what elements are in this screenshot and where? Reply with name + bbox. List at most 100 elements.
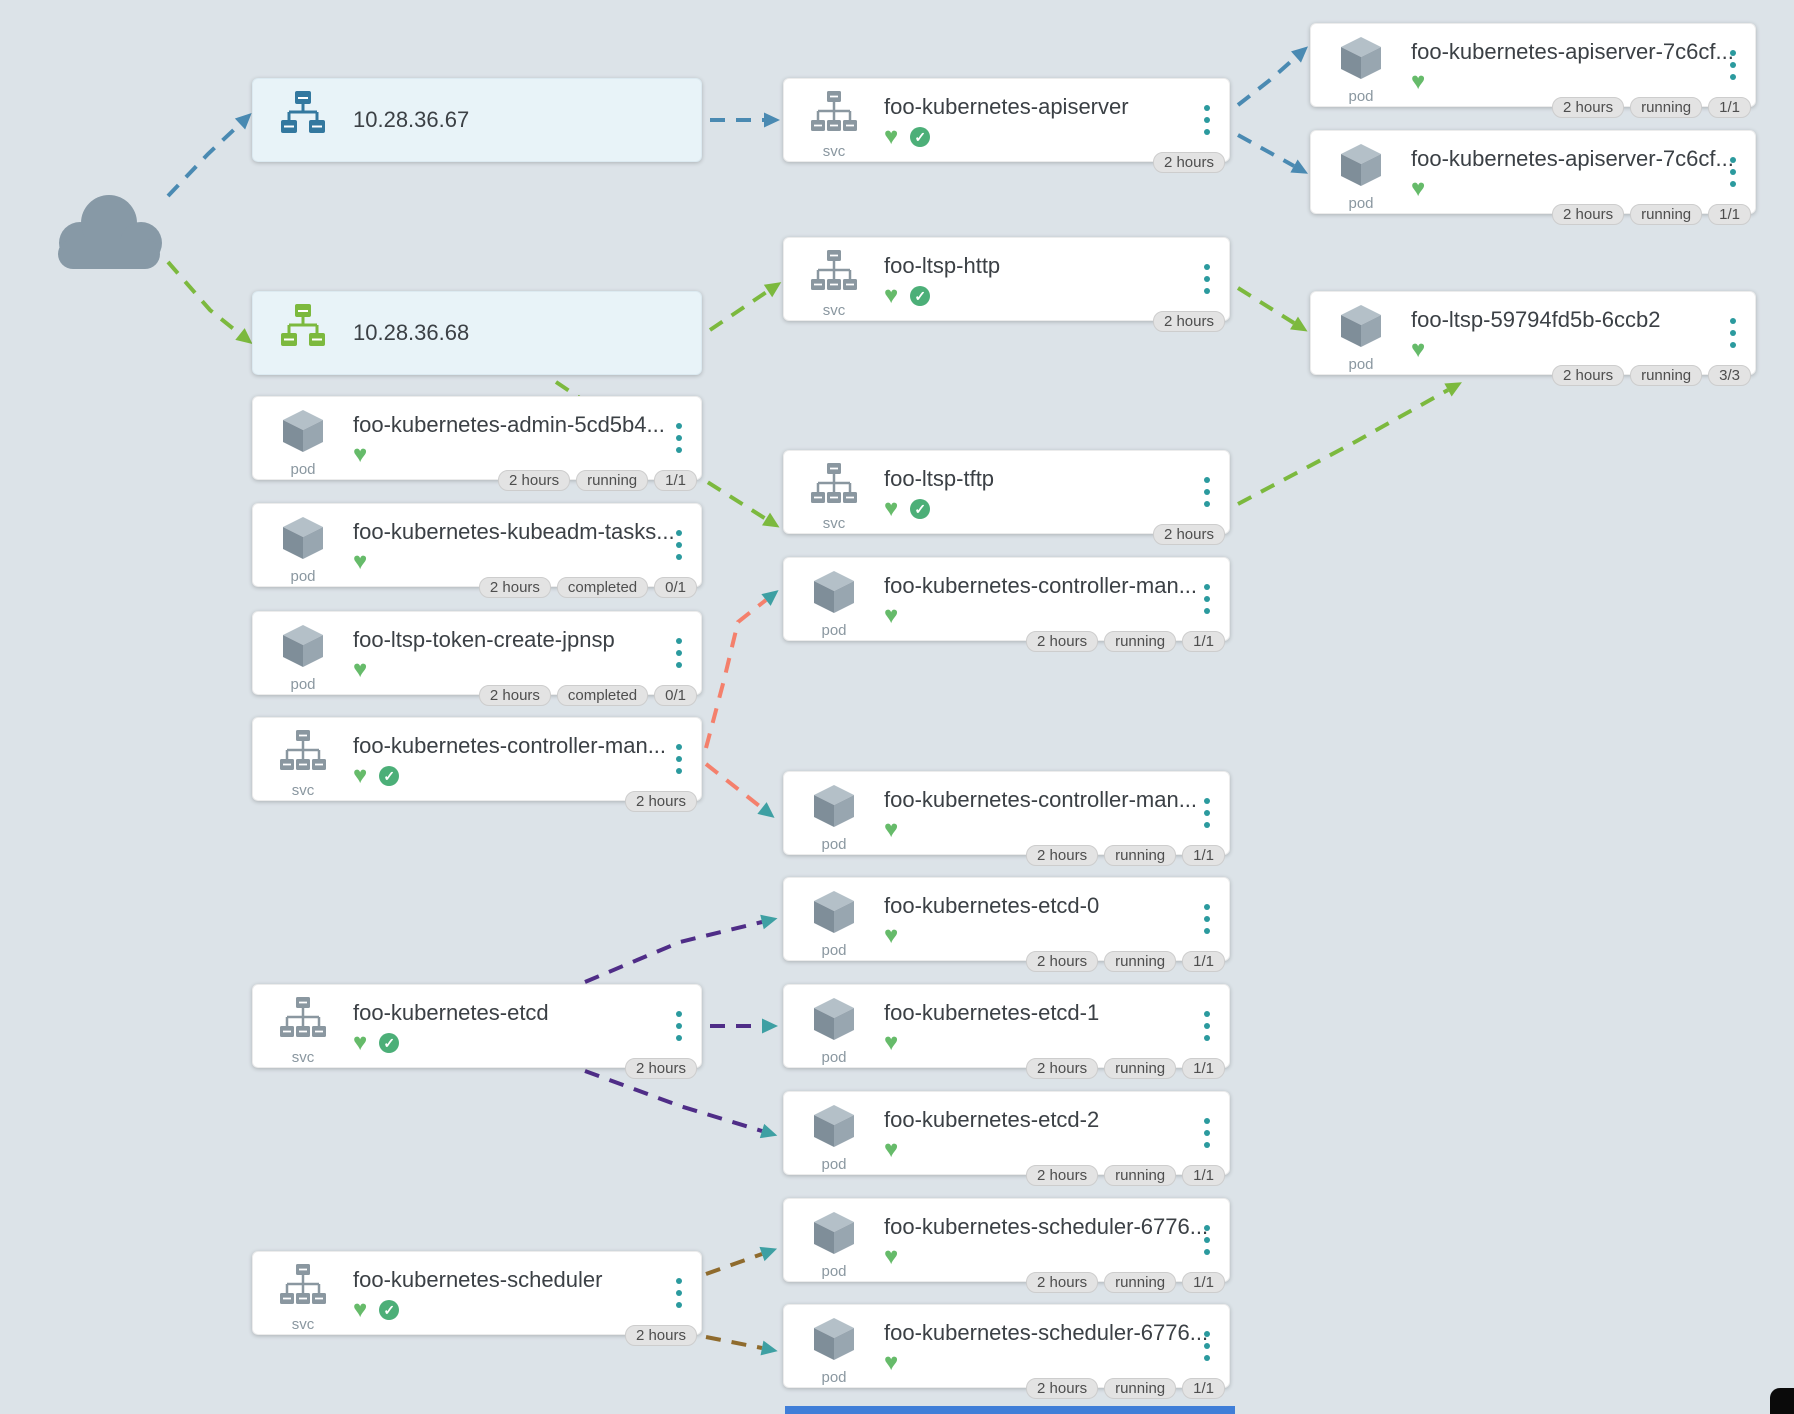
kebab-menu-icon[interactable] xyxy=(1200,260,1214,298)
kebab-menu-icon[interactable] xyxy=(1200,1221,1214,1259)
badge: 1/1 xyxy=(1708,204,1751,225)
node-pod-controller-1[interactable]: pod foo-kubernetes-controller-man... ♥ 2… xyxy=(783,557,1230,652)
kebab-menu-icon[interactable] xyxy=(1200,1114,1214,1152)
node-label: foo-ltsp-tftp xyxy=(884,466,995,491)
kebab-menu-icon[interactable] xyxy=(1200,1007,1214,1045)
node-pod-apiserver-1[interactable]: pod foo-kubernetes-apiserver-7c6cf... ♥ … xyxy=(1310,23,1756,118)
kebab-menu-icon[interactable] xyxy=(1200,1327,1214,1365)
node-icon-wrap: svc xyxy=(784,238,884,320)
kebab-menu-icon[interactable] xyxy=(672,526,686,564)
badge: running xyxy=(1630,204,1703,225)
node-svc-ltsp-http[interactable]: svc foo-ltsp-http ♥ ✓ 2 hours xyxy=(783,237,1230,332)
edge-arrow-host67-to-apiserver xyxy=(764,112,780,128)
badge: 1/1 xyxy=(1182,1272,1225,1293)
node-icon-wrap: pod xyxy=(253,504,353,586)
badge: 2 hours xyxy=(1026,631,1099,652)
node-label: foo-kubernetes-scheduler-6776... xyxy=(884,1214,1209,1239)
badge: 1/1 xyxy=(1182,1165,1225,1186)
node-host-10-28-36-67[interactable]: 10.28.36.67 xyxy=(252,78,702,162)
status-row: ♥ xyxy=(884,818,1229,842)
node-pod-apiserver-2[interactable]: pod foo-kubernetes-apiserver-7c6cf... ♥ … xyxy=(1310,130,1756,225)
edge-controller-to-pod1 xyxy=(704,598,768,749)
badge: running xyxy=(1104,1272,1177,1293)
badge: 2 hours xyxy=(624,1058,697,1079)
kebab-menu-icon[interactable] xyxy=(672,740,686,778)
status-row: ♥ ✓ xyxy=(353,764,701,788)
kebab-menu-icon[interactable] xyxy=(672,1274,686,1312)
kebab-menu-icon[interactable] xyxy=(1200,794,1214,832)
node-svc-controller[interactable]: svc foo-kubernetes-controller-man... ♥ ✓… xyxy=(252,717,702,812)
status-row: ♥ xyxy=(353,658,701,682)
pod-icon xyxy=(810,1315,858,1363)
node-pod-kubeadm[interactable]: pod foo-kubernetes-kubeadm-tasks... ♥ 2 … xyxy=(252,503,702,598)
badge: 2 hours xyxy=(1552,365,1625,386)
node-type-caption: svc xyxy=(822,515,846,532)
node-host-10-28-36-68[interactable]: 10.28.36.68 xyxy=(252,291,702,375)
health-heart-icon: ♥ xyxy=(884,602,899,629)
kebab-menu-icon[interactable] xyxy=(1200,900,1214,938)
node-type-caption: svc xyxy=(291,1049,315,1066)
health-heart-icon: ♥ xyxy=(353,1296,368,1323)
node-type-caption: pod xyxy=(290,461,316,478)
kebab-menu-icon[interactable] xyxy=(1200,473,1214,511)
kebab-menu-icon[interactable] xyxy=(1726,153,1740,191)
edge-arrow-scheduler-to-pod2 xyxy=(760,1340,778,1356)
badge: 2 hours xyxy=(624,791,697,812)
edge-arrow-controller-to-pod2 xyxy=(757,802,775,818)
node-icon-wrap: pod xyxy=(1311,292,1411,374)
kebab-menu-icon[interactable] xyxy=(1726,46,1740,84)
cloud-icon[interactable] xyxy=(46,183,172,285)
node-svc-ltsp-tftp[interactable]: svc foo-ltsp-tftp ♥ ✓ 2 hours xyxy=(783,450,1230,545)
badge: 1/1 xyxy=(1182,845,1225,866)
edge-arrow-cloud-to-host68 xyxy=(235,328,253,344)
badge: running xyxy=(1630,97,1703,118)
edge-arrow-etcd-to-pod0 xyxy=(760,914,778,930)
pod-icon xyxy=(810,568,858,616)
badge-row: 2 hours xyxy=(1152,524,1225,545)
edge-etcd-to-pod0 xyxy=(584,920,763,984)
bottom-scroll-bar[interactable] xyxy=(785,1406,1235,1414)
node-label: foo-kubernetes-etcd-1 xyxy=(884,1000,1100,1025)
ready-check-icon: ✓ xyxy=(910,127,931,147)
node-pod-token-create[interactable]: pod foo-ltsp-token-create-jpnsp ♥ 2 hour… xyxy=(252,611,702,706)
health-heart-icon: ♥ xyxy=(884,123,899,150)
node-type-caption: pod xyxy=(1348,356,1374,373)
badge: 3/3 xyxy=(1708,365,1751,386)
node-icon-wrap: svc xyxy=(253,1252,353,1334)
node-label: foo-kubernetes-scheduler xyxy=(353,1267,603,1292)
kebab-menu-icon[interactable] xyxy=(672,1007,686,1045)
node-pod-admin[interactable]: pod foo-kubernetes-admin-5cd5b4... ♥ 2 h… xyxy=(252,396,702,491)
health-heart-icon: ♥ xyxy=(884,495,899,522)
edge-etcd-to-pod2 xyxy=(584,1069,763,1133)
node-svc-scheduler[interactable]: svc foo-kubernetes-scheduler ♥ ✓ 2 hours xyxy=(252,1251,702,1346)
badge: 1/1 xyxy=(654,470,697,491)
status-row: ♥ ✓ xyxy=(884,284,1229,308)
node-icon-wrap: pod xyxy=(784,1305,884,1387)
pod-icon xyxy=(1337,302,1385,350)
edge-apiserver-to-pod2 xyxy=(1237,133,1295,168)
node-label: foo-kubernetes-apiserver xyxy=(884,94,1129,119)
kebab-menu-icon[interactable] xyxy=(1200,101,1214,139)
service-icon xyxy=(279,995,327,1043)
kebab-menu-icon[interactable] xyxy=(1200,580,1214,618)
pod-icon xyxy=(1337,141,1385,189)
node-icon-wrap: pod xyxy=(1311,131,1411,213)
kebab-menu-icon[interactable] xyxy=(672,419,686,457)
node-svc-etcd[interactable]: svc foo-kubernetes-etcd ♥ ✓ 2 hours xyxy=(252,984,702,1079)
node-label: foo-kubernetes-admin-5cd5b4... xyxy=(353,412,665,437)
kebab-menu-icon[interactable] xyxy=(672,634,686,672)
badge: 2 hours xyxy=(1152,152,1225,173)
node-pod-controller-2[interactable]: pod foo-kubernetes-controller-man... ♥ 2… xyxy=(783,771,1230,866)
edge-arrow-apiserver-to-pod1 xyxy=(1291,46,1308,63)
node-svc-apiserver[interactable]: svc foo-kubernetes-apiserver ♥ ✓ 2 hours xyxy=(783,78,1230,173)
node-pod-scheduler-2[interactable]: pod foo-kubernetes-scheduler-6776... ♥ 2… xyxy=(783,1304,1230,1399)
kebab-menu-icon[interactable] xyxy=(1726,314,1740,352)
node-pod-scheduler-1[interactable]: pod foo-kubernetes-scheduler-6776... ♥ 2… xyxy=(783,1198,1230,1293)
edge-arrow-ltsp-http-to-pod xyxy=(1290,316,1308,332)
